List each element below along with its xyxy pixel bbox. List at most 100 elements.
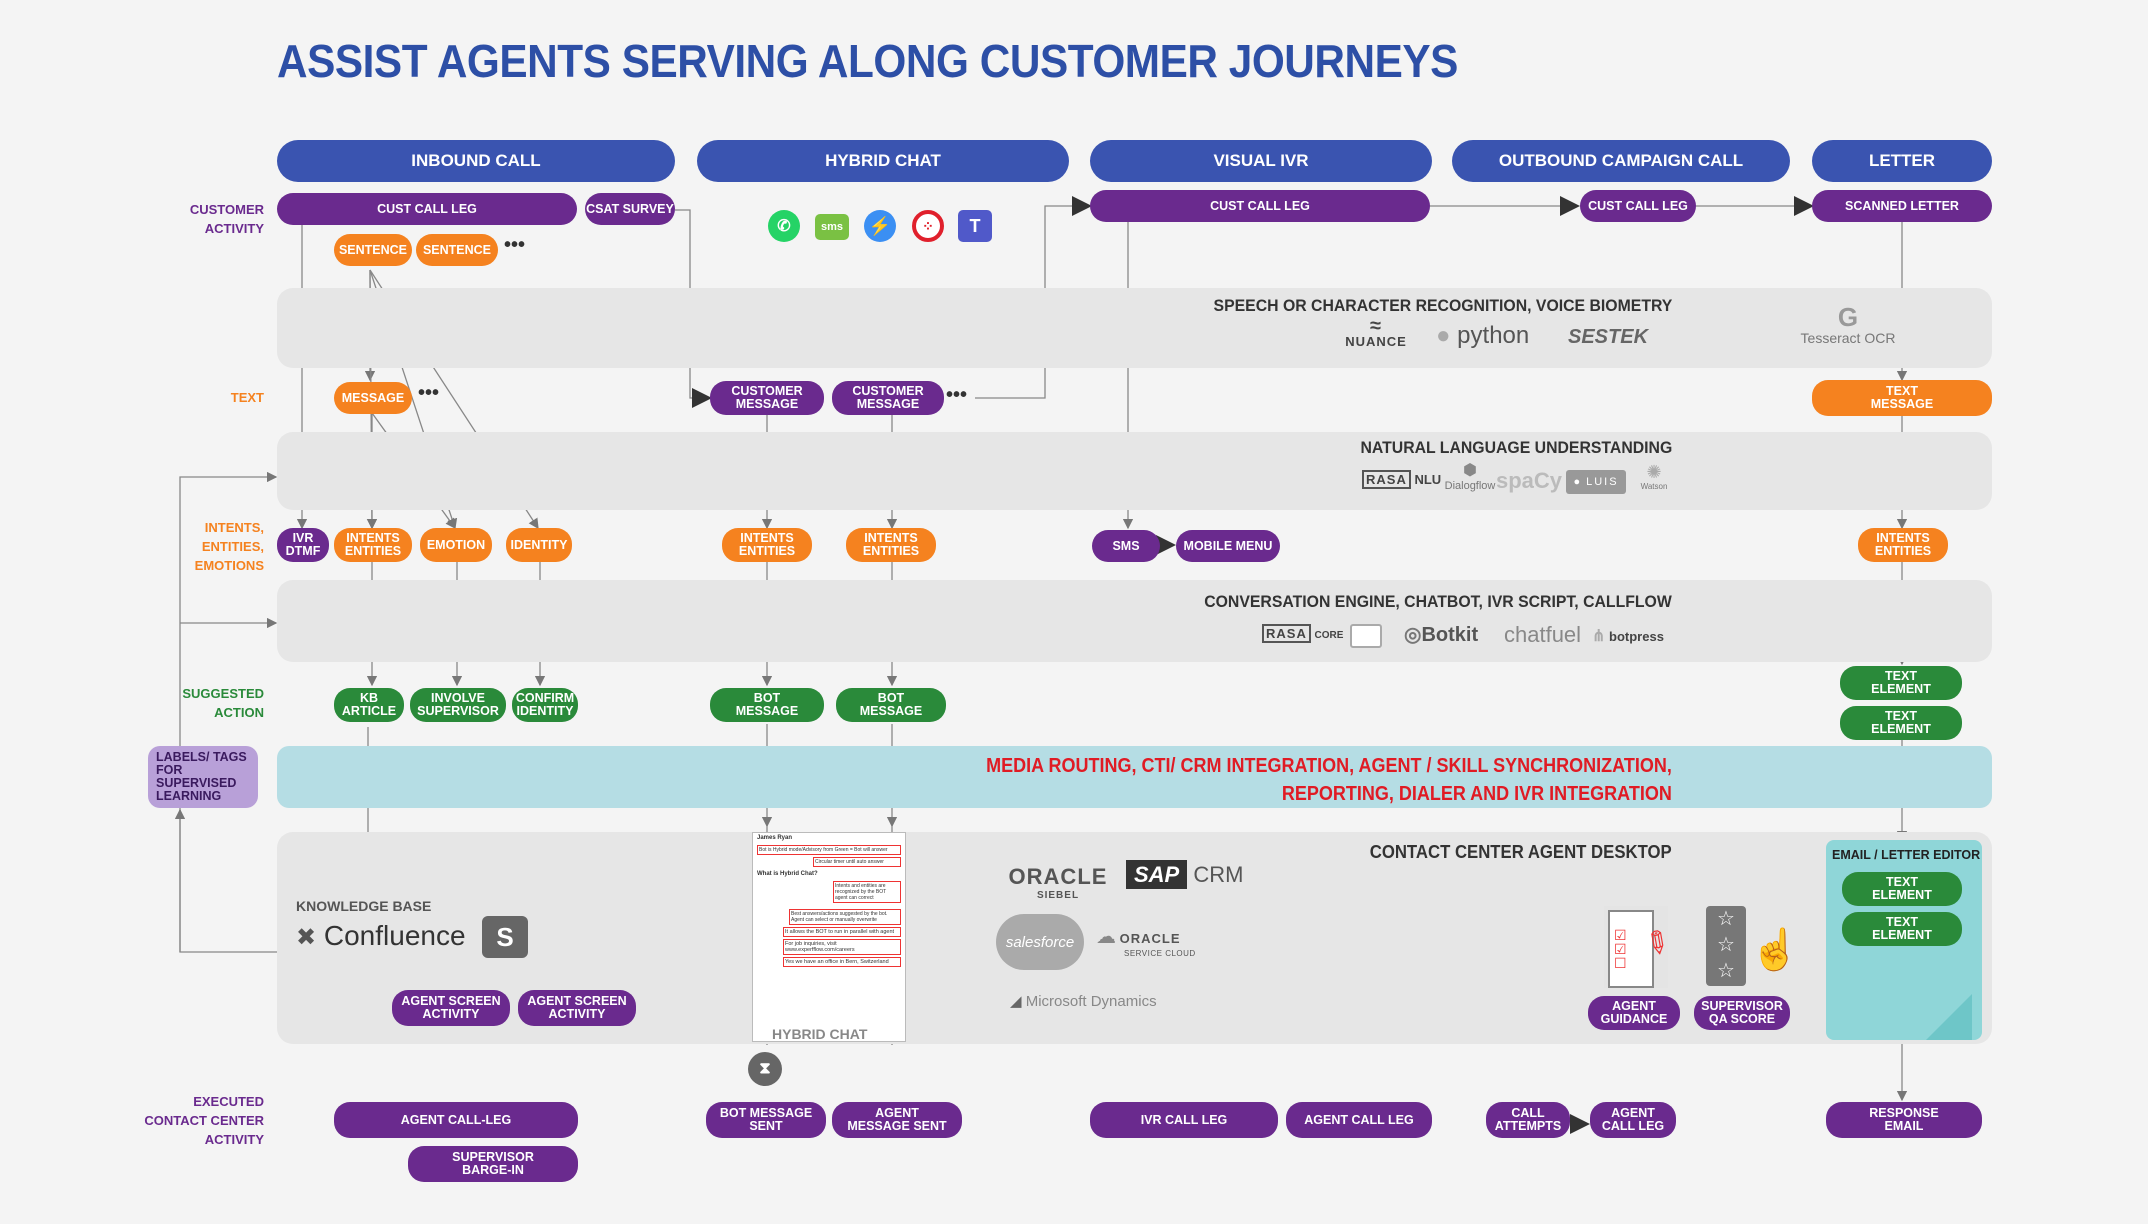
hourglass-icon: ⧗ [748,1052,782,1086]
desktop-band-title: CONTACT CENTER AGENT DESKTOP [1370,842,1672,862]
rasa-nlu-logo: RASA NLU [1362,470,1441,489]
emotion: EMOTION [420,528,492,562]
salesforce-logo: salesforce [996,914,1084,970]
cloud-icon: ☁ [1096,926,1116,948]
nuance-logo: ≈ NUANCE [1340,316,1412,349]
conversation-band [277,580,1992,662]
oracle-service-cloud-logo: ☁ ORACLE SERVICE CLOUD [1096,924,1196,958]
python-logo: ● python [1436,322,1529,350]
ms-dynamics-logo-text: Microsoft Dynamics [1025,993,1157,1010]
python-logo-text: python [1457,322,1530,349]
sharepoint-icon: S [482,916,528,958]
customer-message-1: CUSTOMER MESSAGE [710,381,824,415]
chat-note-4: Best answers/actions suggested by the bo… [789,909,901,925]
chat-contact-name: James Ryan [757,835,793,841]
chat-suggestion-2: For job inquiries, visit www.experfflow.… [783,939,901,955]
mobile-menu: MOBILE MENU [1176,530,1280,562]
sentence-2: SENTENCE [416,234,498,266]
botpress-logo: ⋔ botpress [1592,626,1664,646]
nlu-band-title: NATURAL LANGUAGE UNDERSTANDING [1360,438,1672,457]
hybrid-chat-screenshot: James Ryan Bot is Hybrid mode/Advisory f… [752,832,906,1042]
chat-question: What is Hybrid Chat? [757,871,818,877]
siebel-logo-text: SIEBEL [1036,890,1080,901]
header-outbound-campaign: OUTBOUND CAMPAIGN CALL [1452,140,1790,182]
header-visual-ivr: VISUAL IVR [1090,140,1432,182]
chat-suggestion-3: Yes we have an office in Bern, Switzerla… [783,957,901,967]
supervisor-barge-in: SUPERVISOR BARGE-IN [408,1146,578,1182]
agent-screen-activity-1: AGENT SCREEN ACTIVITY [392,990,510,1026]
chat-note-3: Intents and entities are recognized by t… [833,881,901,903]
rasa-core-logo: RASA CORE [1262,624,1344,643]
core-logo-text: CORE [1314,630,1344,641]
agent-call-leg-inbound: AGENT CALL-LEG [334,1102,578,1138]
confluence-x-icon: ✖ [296,924,317,951]
bot-message-1: BOT MESSAGE [710,688,824,722]
luis-logo: ●LUIS [1566,470,1626,494]
text-element-1: TEXT ELEMENT [1840,666,1962,700]
scanned-letter: SCANNED LETTER [1812,190,1992,222]
identity: IDENTITY [506,528,572,562]
agent-call-leg-outbound: AGENT CALL LEG [1590,1102,1676,1138]
labels-tags-box: LABELS/ TAGS FOR SUPERVISED LEARNING [148,746,258,808]
routing-band [277,746,1992,808]
service-cloud-logo-text: SERVICE CLOUD [1124,949,1196,958]
tesseract-logo-text: Tesseract OCR [1800,330,1896,346]
involve-supervisor: INVOLVE SUPERVISOR [410,688,506,722]
ms-dynamics-mark-icon: ◢ [1010,993,1022,1010]
customer-message-2: CUSTOMER MESSAGE [832,381,944,415]
text-message: TEXT MESSAGE [1812,380,1992,416]
messenger-icon: ⚡ [864,210,896,242]
sms-icon: sms [815,214,849,240]
botkit-logo: ◎Botkit [1404,622,1478,647]
rasa-core-logo-text: RASA [1262,624,1311,643]
oracle-logo-text: ORACLE [1008,864,1108,889]
text-element-2: TEXT ELEMENT [1840,706,1962,740]
bot-message-sent: BOT MESSAGE SENT [706,1102,826,1138]
message: MESSAGE [334,382,412,414]
chatfuel-logo: chatfuel [1504,622,1582,647]
spacy-logo: spaCy [1496,468,1563,493]
label-executed-activity: EXECUTED CONTACT CENTER ACTIVITY [144,1094,264,1147]
intents-entities-inbound: INTENTS ENTITIES [334,528,412,562]
crm-logo-text: CRM [1193,862,1244,887]
kb-article: KB ARTICLE [334,688,404,722]
label-customer-activity: CUSTOMER ACTIVITY [189,202,264,236]
label-suggested-action: SUGGESTED ACTION [182,686,264,720]
chat-note-2: Circular timer until auto answer [813,857,901,867]
confirm-identity: CONFIRM IDENTITY [512,688,578,722]
supervisor-qa-score: SUPERVISOR QA SCORE [1694,996,1790,1030]
watson-logo: ✺ Watson [1636,462,1672,491]
checklist-marks: ☑☑☐ [1614,927,1627,971]
checklist-page [1608,910,1654,988]
call-attempts: CALL ATTEMPTS [1486,1102,1570,1138]
header-inbound-call: INBOUND CALL [277,140,675,182]
ms-dynamics-logo: ◢ Microsoft Dynamics [1010,992,1157,1010]
python-snake-icon: ● [1436,322,1451,349]
cust-call-leg-visual-ivr: CUST CALL LEG [1090,190,1430,222]
text-element-3: TEXT ELEMENT [1842,872,1962,906]
sap-crm-logo: SAP CRM [1126,860,1244,889]
rating-icon: ☆☆☆ ☝ [1706,906,1800,988]
intents-entities-chat-1: INTENTS ENTITIES [722,528,812,562]
sestek-logo: SESTEK [1568,326,1649,348]
teams-icon: T [958,210,992,242]
label-intents: INTENTS, ENTITIES, EMOTIONS [194,520,264,573]
header-hybrid-chat: HYBRID CHAT [697,140,1069,182]
nuance-logo-text: NUANCE [1345,334,1407,349]
stars-icon: ☆☆☆ [1706,906,1746,986]
more-dots-message: ••• [418,382,440,404]
watson-burst-icon: ✺ [1646,462,1662,482]
email-editor-title: EMAIL / LETTER EDITOR [1832,848,1981,862]
confluence-logo-text: Confluence [323,920,466,951]
sentence-1: SENTENCE [334,234,412,266]
hybrid-chat-label: HYBRID CHAT [772,1026,868,1042]
dialogflow-hex-icon: ⬢ [1463,462,1477,479]
intents-entities-letter: INTENTS ENTITIES [1858,528,1948,562]
nlu-band [277,432,1992,510]
botkit-logo-text: Botkit [1421,624,1479,646]
dialogflow-logo: ⬢ Dialogflow [1440,462,1500,492]
dialogflow-logo-text: Dialogflow [1444,480,1496,492]
agent-call-leg-visual-ivr: AGENT CALL LEG [1286,1102,1432,1138]
hand-pointer-icon: ☝ [1750,928,1800,972]
intents-entities-chat-2: INTENTS ENTITIES [846,528,936,562]
